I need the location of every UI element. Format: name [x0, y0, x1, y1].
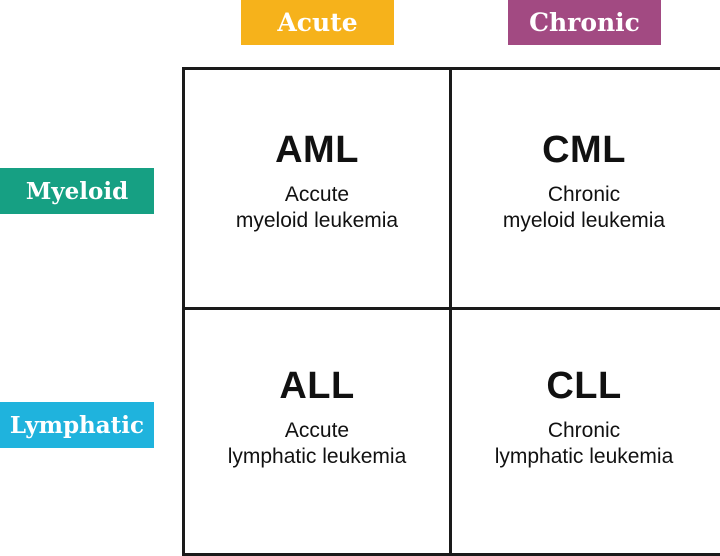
cell-description-line: Chronic [547, 183, 621, 206]
cell-description-line: Chronic [547, 419, 621, 442]
cell-abbreviation: CLL [546, 365, 622, 407]
grid-horizontal-divider [182, 307, 720, 310]
row-header-lymphatic: Lymphatic [0, 402, 154, 448]
cell-abbreviation: ALL [279, 365, 355, 407]
cell-description: Chronic lymphatic leukemia [452, 418, 716, 470]
cell-cll: CLL Chronic lymphatic leukemia [452, 364, 716, 470]
cell-aml: AML Accute myeloid leukemia [185, 128, 449, 234]
cell-description-line: lymphatic leukemia [227, 445, 407, 468]
cell-description-line: myeloid leukemia [235, 209, 399, 232]
row-header-myeloid: Myeloid [0, 168, 154, 214]
cell-abbreviation: AML [275, 129, 359, 171]
cell-all: ALL Accute lymphatic leukemia [185, 364, 449, 470]
cell-description: Accute lymphatic leukemia [185, 418, 449, 470]
cell-description: Accute myeloid leukemia [185, 182, 449, 234]
grid-vertical-divider [449, 67, 452, 556]
cell-description: Chronic myeloid leukemia [452, 182, 716, 234]
column-header-chronic: Chronic [508, 0, 661, 45]
cell-description-line: Accute [284, 183, 350, 206]
cell-cml: CML Chronic myeloid leukemia [452, 128, 716, 234]
column-header-acute: Acute [241, 0, 394, 45]
cell-description-line: Accute [284, 419, 350, 442]
cell-description-line: myeloid leukemia [502, 209, 666, 232]
cell-description-line: lymphatic leukemia [494, 445, 674, 468]
cell-abbreviation: CML [542, 129, 626, 171]
